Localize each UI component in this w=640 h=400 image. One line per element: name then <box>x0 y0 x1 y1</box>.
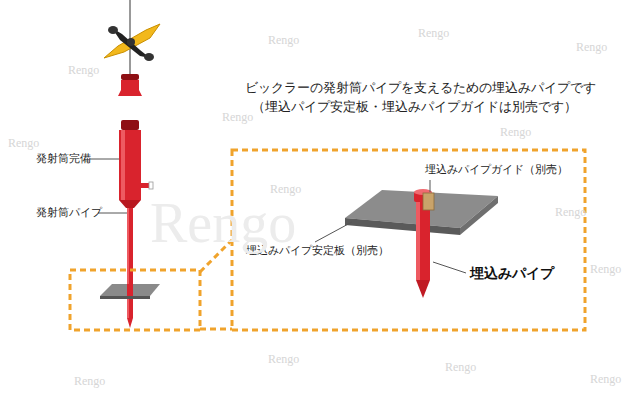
description-text: ビックラーの発射筒パイプを支えるための埋込みパイプです <box>245 80 596 96</box>
watermark: Rengo <box>445 360 476 374</box>
leader-line <box>98 213 127 214</box>
part-label: 埋込みパイプ <box>470 265 554 282</box>
tube-pipe <box>127 208 133 328</box>
watermark: Rengo <box>590 372 621 386</box>
cap <box>118 74 142 96</box>
watermark: Rengo <box>576 40 607 54</box>
rod <box>129 0 131 75</box>
watermark: Rengo <box>268 352 299 366</box>
watermark: Rengo <box>74 374 105 388</box>
part-label: 埋込みパイプガイド（別売） <box>425 163 568 176</box>
leader-line <box>315 222 352 242</box>
propeller <box>104 24 160 61</box>
leader-line <box>433 262 466 273</box>
zoom-line <box>200 328 232 331</box>
watermark: Rengo <box>68 63 99 77</box>
part-label: 発射筒完備 <box>36 152 91 165</box>
description-text: （埋込パイプ安定板・埋込みパイプガイドは別売です） <box>252 99 577 115</box>
watermark: Rengo <box>590 262 621 276</box>
watermark: Rengo <box>418 26 449 40</box>
watermark: Rengo <box>222 110 253 124</box>
leader-line <box>90 159 119 160</box>
watermark: Rengo <box>555 205 586 219</box>
watermark: Rengo <box>500 125 531 139</box>
plate-small <box>100 284 160 299</box>
watermark: Rengo <box>8 136 39 150</box>
watermark: Rengo <box>150 190 296 257</box>
pipe-guide <box>423 193 434 210</box>
zoom-frame <box>70 270 200 330</box>
launch-tube <box>119 120 153 208</box>
watermark: Rengo <box>268 33 299 47</box>
part-label: 発射筒パイプ <box>36 206 102 219</box>
leader-line <box>430 180 431 192</box>
